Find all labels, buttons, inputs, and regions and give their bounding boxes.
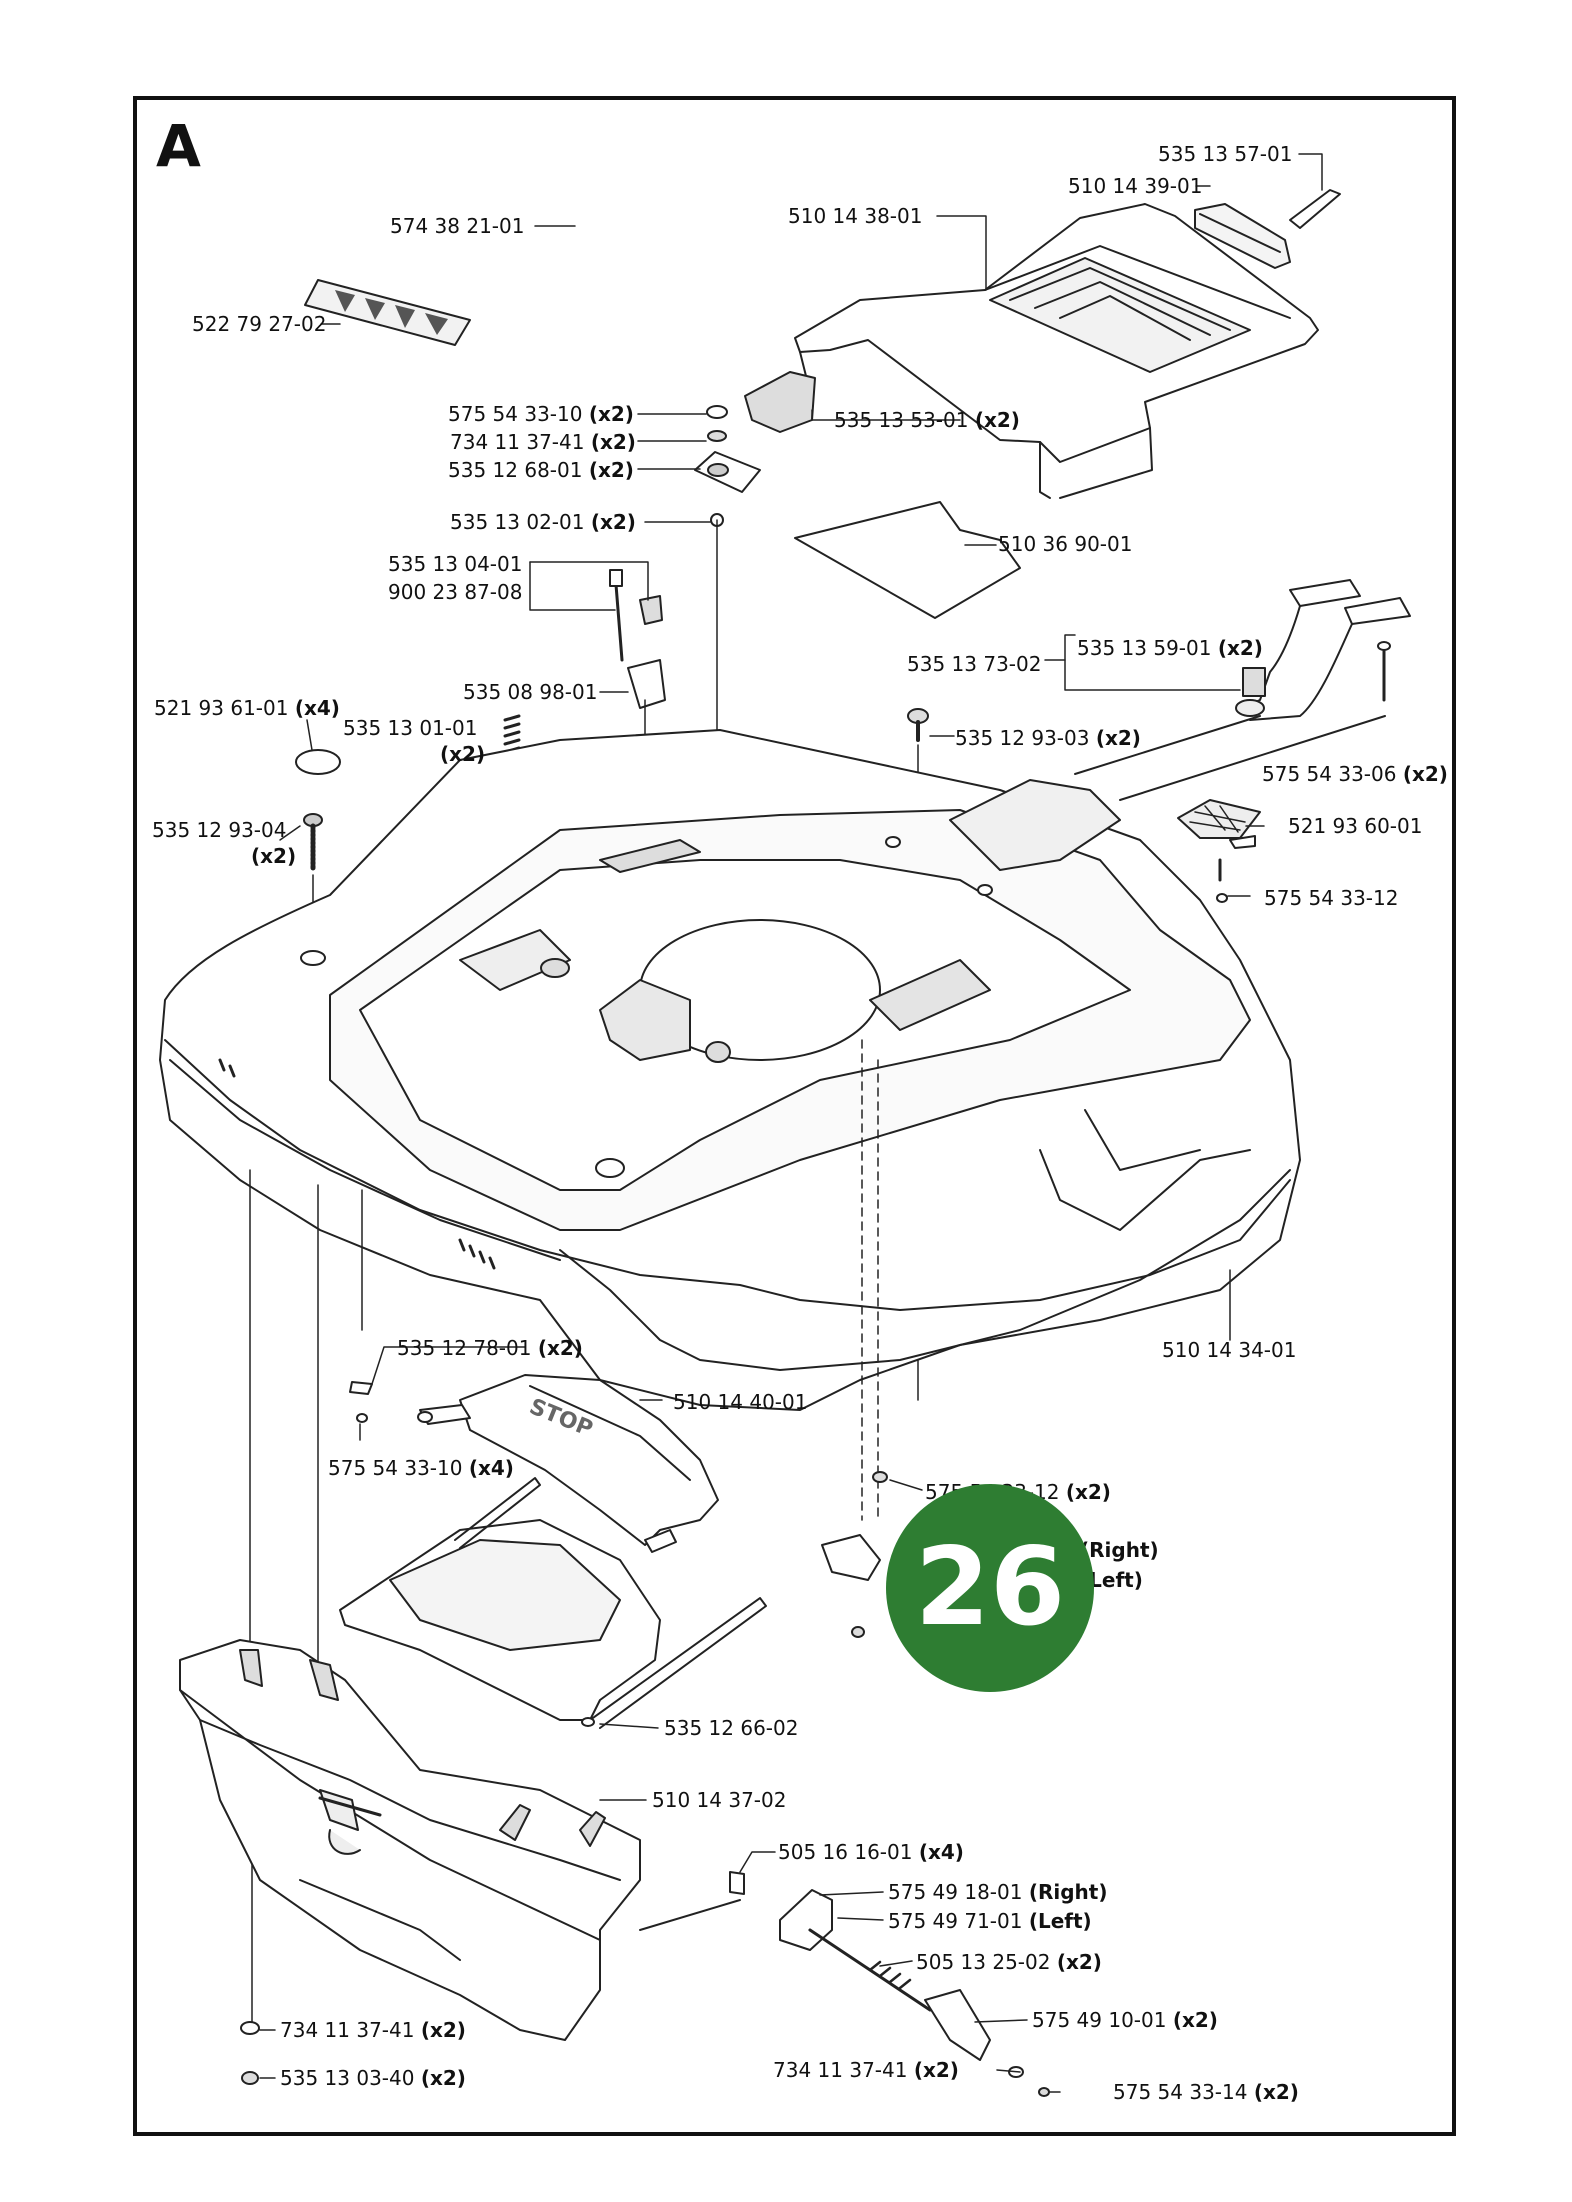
part-label: 535 13 02-01 (x2): [450, 510, 636, 534]
warning-decal: [304, 279, 471, 346]
part-label: 575 54 33-06 (x2): [1262, 762, 1448, 786]
part-label: 734 11 37-41 (x2): [450, 430, 636, 454]
part-label: 900 23 87-08: [388, 580, 523, 604]
part-label: 575 54 33-10 (x2): [448, 402, 634, 426]
part-label: 535 13 03-40 (x2): [280, 2066, 466, 2090]
part-label: 510 14 40-01: [673, 1390, 808, 1414]
side-bracket: [821, 1471, 888, 1638]
pin-part: [1289, 189, 1341, 229]
part-label: 505 13 25-02 (x2): [916, 1950, 1102, 1974]
part-label: (Right): [1080, 1538, 1159, 1562]
part-label: 734 11 37-41 (x2): [280, 2018, 466, 2042]
washer-part: [240, 2021, 260, 2035]
main-body: [159, 729, 1301, 1521]
section-letter: A: [156, 112, 201, 180]
part-label: 575 49 71-01 (Left): [888, 1909, 1092, 1933]
part-label: 535 08 98-01: [463, 680, 598, 704]
wheel-bracket-assembly: [639, 1871, 1050, 2097]
front-bumper: [179, 1639, 641, 2041]
part-label: 521 93 61-01 (x4): [154, 696, 340, 720]
part-label: 535 13 73-02: [907, 652, 1042, 676]
keypad-part: [1177, 799, 1261, 903]
part-label: 505 16 16-01 (x4): [778, 1840, 964, 1864]
screw-part: [349, 1381, 373, 1423]
part-label: 510 14 37-02: [652, 1788, 787, 1812]
part-label: 510 14 34-01: [1162, 1338, 1297, 1362]
part-label: 535 13 04-01: [388, 552, 523, 576]
part-label: 535 12 66-02: [664, 1716, 799, 1740]
leader-lines: [259, 153, 1323, 2093]
part-label: 575 49 10-01 (x2): [1032, 2008, 1218, 2032]
part-label: 574 38 21-01: [390, 214, 525, 238]
part-label: 510 14 38-01: [788, 204, 923, 228]
part-qty: (x2): [440, 742, 486, 766]
part-label: 535 13 01-01: [343, 716, 478, 740]
sensor-bracket: [1074, 579, 1411, 801]
part-qty: (x2): [251, 844, 297, 868]
page-number-badge: 26: [886, 1484, 1094, 1692]
cap-disc: [295, 749, 341, 775]
part-label: 575 49 18-01 (Right): [888, 1880, 1108, 1904]
part-label: 521 93 60-01: [1288, 814, 1423, 838]
part-label: 535 13 57-01: [1158, 142, 1293, 166]
carry-handle: [339, 1477, 767, 1729]
part-label: 535 12 68-01 (x2): [448, 458, 634, 482]
cover-plate: [794, 501, 1021, 619]
part-label: 535 12 78-01 (x2): [397, 1336, 583, 1360]
screw-part: [241, 2071, 259, 2085]
stop-button-part: STOP: [417, 1374, 719, 1553]
part-label: 575 54 33-12: [1264, 886, 1399, 910]
part-label: 535 12 93-04: [152, 818, 287, 842]
part-label: 575 54 33-10 (x4): [328, 1456, 514, 1480]
part-label: 734 11 37-41 (x2): [773, 2058, 959, 2082]
part-label: 575 54 33-14 (x2): [1113, 2080, 1299, 2104]
diagram-frame: [133, 96, 1456, 2136]
part-label: 522 79 27-02: [192, 312, 327, 336]
cover-clip: [744, 371, 816, 433]
assembly-guide-lines: [249, 1169, 363, 2031]
part-label: 510 14 39-01: [1068, 174, 1203, 198]
part-label: 535 13 53-01 (x2): [834, 408, 1020, 432]
top-handle: [1194, 203, 1291, 269]
part-label: 535 13 59-01 (x2): [1077, 636, 1263, 660]
part-label: 535 12 93-03 (x2): [955, 726, 1141, 750]
part-label: 510 36 90-01: [998, 532, 1133, 556]
top-cover: [794, 203, 1319, 499]
